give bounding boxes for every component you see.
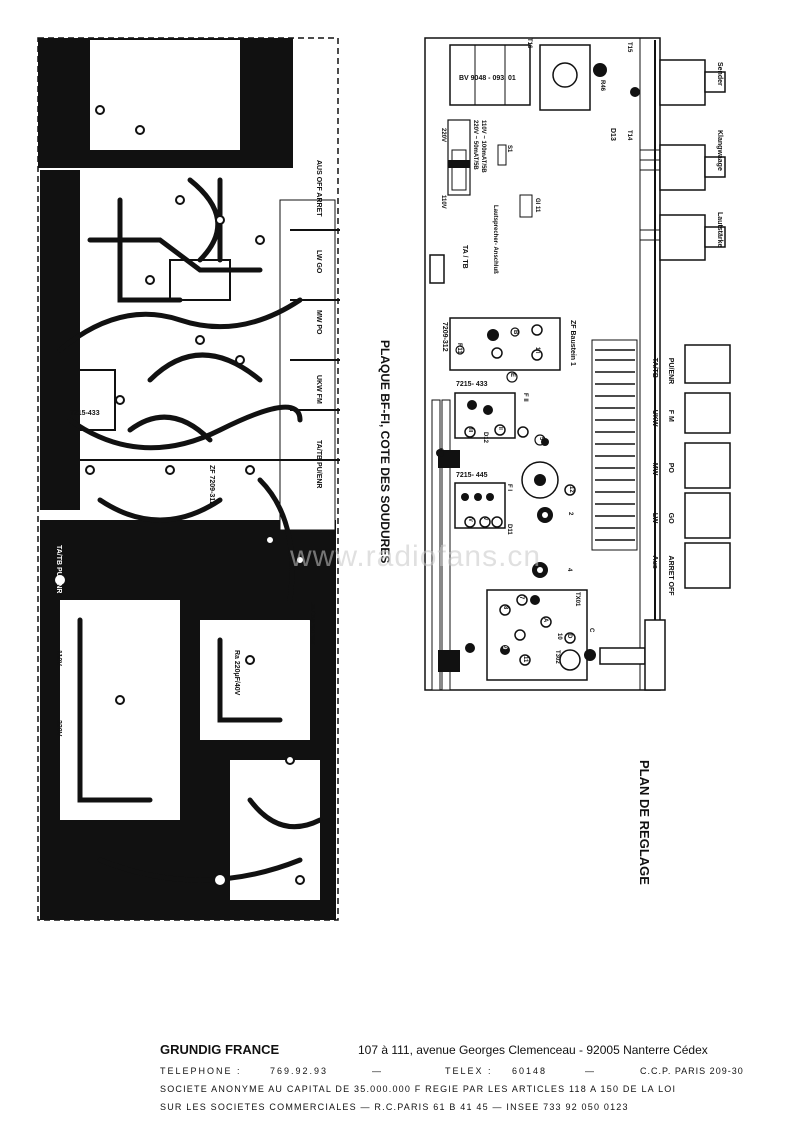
solder-side-board: 7215-433 ZF 7209-312 TA/TB PU/ENR 110V 2… [37,37,392,921]
test-point-I: I [534,352,540,354]
button-label-ta-tb: PU/ENR TA/TB [642,350,682,384]
test-point-12: 12 [568,486,574,493]
footer-telex: 60148 [512,1066,548,1076]
solder-side-artwork [37,37,340,921]
footer-dash-1: — [372,1066,381,1076]
test-point-V: V [482,517,488,521]
module-7215-445: 7215- 445 [456,472,488,479]
button-label-aus-de: Aus [651,555,658,569]
voltage-block-line1: 110V ~ 100mAT/5B [480,120,486,173]
test-point-5: 5 [538,437,544,441]
gl-label: Gl 11 [534,198,540,213]
knob-label-lautstarke: Lautstärke [716,212,723,248]
module-7215-433: 7215- 433 [456,381,488,388]
button-label-lw-fr: GO [667,512,674,524]
test-point-3: 3 [466,643,472,647]
button-label-ukw-de: UKW [651,409,658,427]
button-label-lw-de: LW [651,512,658,524]
zf-code: 7209-312 [441,322,448,352]
footer-telex-label: TELEX : [445,1066,493,1076]
button-label-aus-fr: ARRET OFF [667,555,674,596]
misc-label-t16: T16 [526,38,532,49]
voltage-block-line2: 220V ~ 50mAT/5B [472,120,478,170]
alignment-plan-artwork [424,37,731,691]
test-point-III: III [467,428,473,433]
test-point-D: D [566,634,572,639]
button-label-mw-fr: PO [667,462,674,473]
test-point-B: B [512,330,518,335]
diode-label-12: D12 [482,432,488,444]
button-label-mw-de: MW [651,462,658,476]
misc-label-t302: T302 [554,650,560,664]
footer-dash-2: — [585,1066,594,1076]
footer-legal-2: SUR LES SOCIETES COMMERCIALES — R.C.PARI… [160,1102,629,1112]
speaker-label: Lautsprecher- Anschluß [492,205,498,274]
test-point-E: E [509,373,515,378]
alignment-plan-board: BV 9048 - 093. 01 Sender Klangwaage Laut… [424,37,731,885]
misc-label-t15: T15 [626,42,632,53]
button-label-ukw: F M UKW [642,402,682,427]
test-point-10: 10 [556,633,562,640]
r11-label: R11 [456,343,462,354]
diode-label-13: D13 [609,128,616,141]
test-point-IV: IV [467,517,473,522]
fi-label-1: F I [506,484,512,491]
footer-legal-1: SOCIETE ANONYME AU CAPITAL DE 35.000.000… [160,1084,677,1094]
knob-label-sender: Sender [716,62,723,86]
footer: GRUNDIG FRANCE 107 à 111, avenue Georges… [160,1042,780,1122]
left-label-7215-433: 7215-433 [70,410,100,417]
test-point-C: C [588,628,594,633]
footer-company: GRUNDIG FRANCE [160,1042,280,1057]
misc-label-s1: S1 [506,145,512,153]
misc-label-t14: T14 [626,130,632,141]
misc-label-tx01: TX01 [574,592,580,607]
knob-label-klangwaage: Klangwaage [716,130,723,171]
footer-tel-label: TELEPHONE : [160,1066,242,1076]
fi-label-2: F II [522,393,528,402]
voltage-label-220: 220V [440,128,446,143]
footer-tel: 769.92.93 [270,1066,329,1076]
test-point-6: 6 [437,448,443,452]
test-point-8: 8 [502,606,508,610]
test-point-7: 7 [518,596,524,600]
button-label-lw: GO LW [642,505,682,524]
button-label-ta-tb-de: TA/TB [651,357,658,378]
test-point-9: 9 [501,646,507,650]
button-label-aus: ARRET OFF Aus [642,548,682,596]
test-point-11: 11 [522,656,528,663]
footer-address: 107 à 111, avenue Georges Clemenceau - 9… [358,1043,708,1057]
footer-ccp: C.C.P. PARIS 209-30 [640,1066,744,1076]
misc-label-r46: R46 [599,80,605,92]
voltage-label-110: 110V [440,195,446,209]
test-point-II: II [497,427,503,430]
zf-label: ZF Baustein 1 [569,320,576,366]
button-label-ukw-fr: F M [667,409,674,422]
diode-label-11: D11 [506,524,512,535]
transformer-label: BV 9048 - 093. 01 [459,75,516,82]
alignment-plan-caption: PLAN DE REGLAGE [637,760,652,885]
test-point-A: A [542,618,548,623]
test-point-2: 2 [567,512,573,516]
watermark: www.radiofans.cn [290,540,542,573]
button-label-ta-tb-fr: PU/ENR [667,357,674,385]
test-point-4: 4 [566,568,572,572]
ta-tb-label: TA / TB [461,245,468,269]
test-point-1: 1 [534,347,540,351]
button-label-mw: PO MW [642,455,682,475]
